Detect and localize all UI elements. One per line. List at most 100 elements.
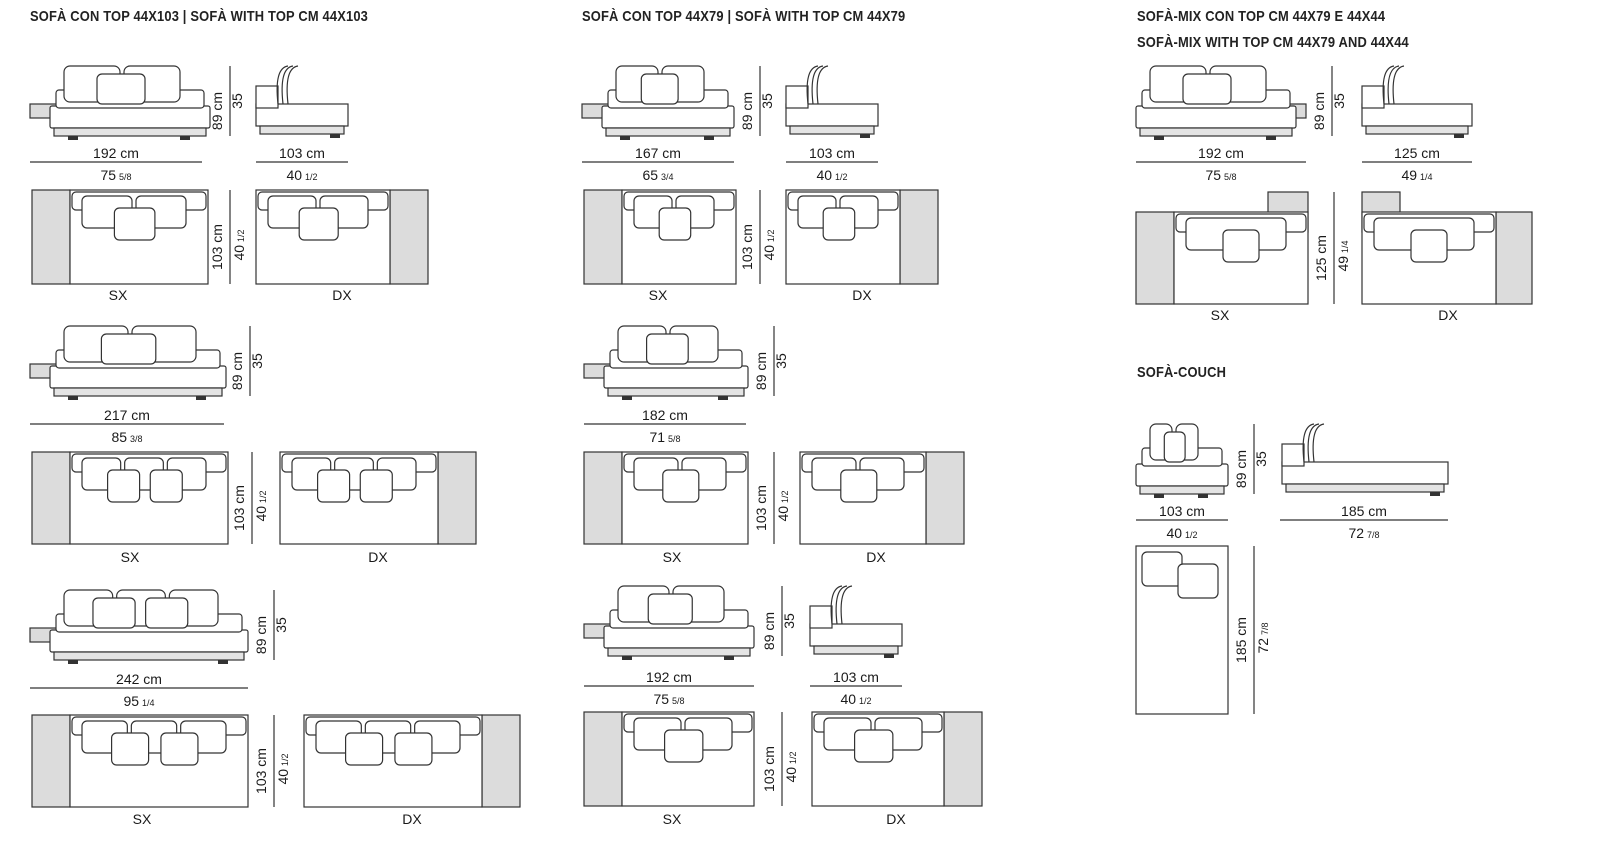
c3r1-side-plinth [1365,125,1469,135]
c1r2-height-cm: 89 cm [229,352,245,390]
c2r1-plan-dx-top [899,189,939,285]
c1r2-plan-sx-top [31,451,71,545]
c2r3-plan-dx-top [943,711,983,807]
c1r3-plan-dx-pillow-1 [394,732,433,766]
c1r1-plan-depth-in-whole: 40 [231,245,247,261]
c2r1-side-cushion-0 [806,65,819,105]
c2r3-plan-depth-in-fraction: 1/2 [788,751,798,764]
c2r2-plan-depth-cm: 103 cm [753,485,769,531]
c3-plan-dx-top [1495,211,1533,305]
c1r1-front-foot-r [180,136,190,140]
c3r1-side-cushion-2 [1392,65,1405,105]
c1r2-plan-depth-in-whole: 40 [253,506,269,522]
c3r1-depth-cm: 125 cm [1394,145,1440,161]
c1r2-plan-sx-pillow-1 [149,469,183,503]
c2r3-front-foot-r [724,656,734,660]
c3-plan-sx-top [1135,211,1175,305]
c2r1-front-plinth [605,127,731,137]
couch-length-in-fraction: 7/8 [1367,530,1380,540]
c1r3-plan-sx-pillow-0 [110,732,150,766]
c2r2-plan-depth-in: 401/2 [775,490,791,521]
c1r1-width-in-fraction: 5/8 [119,172,132,182]
c2r1-front-base [601,105,735,129]
c1r3-plan-depth-in-whole: 40 [275,769,291,785]
c2r2-sx-label: SX [663,549,682,565]
c2r1-width-in-whole: 65 [642,167,658,183]
c1r3-dx-label: DX [402,811,422,827]
c2r1-plan-depth-in-fraction: 1/2 [766,229,776,242]
c1r2-front-plinth [53,387,223,397]
c2r3-depth-in-whole: 40 [840,691,856,707]
header-couch: SOFÀ-COUCH [1137,364,1227,381]
c3-plan-dx-pillow-0 [1410,229,1448,263]
c2r1-side-foot [860,134,870,138]
c2r1-plan-sx-pillow-0 [658,207,692,241]
c3r1-height-cm: 89 cm [1311,92,1327,130]
c2r3-plan-sx-pillow-0 [663,729,704,763]
c1r3-plan-dx-top [481,714,521,808]
c1r3-plan-sx-top [31,714,71,808]
c1r3-height-cm: 89 cm [253,616,269,654]
c1r2-height-in: 35 [249,353,265,369]
couch-height-cm: 89 cm [1233,450,1249,488]
c1r3-front-foot-l [68,660,78,664]
c2r2-front-foot-l [622,396,632,400]
c1r1-front-base [49,105,211,129]
c3r1-side-cushion-0 [1382,65,1395,105]
couch-front-base [1135,463,1229,487]
c2r2-plan-sx-top [583,451,623,545]
couch-height-in: 35 [1253,451,1269,467]
c2r3-plan-sx-top [583,711,623,807]
c2r1-depth-in-fraction: 1/2 [835,172,848,182]
couch-length-in-whole: 72 [1348,525,1364,541]
c2r1-dx-label: DX [852,287,872,303]
c2r1-plan-dx-pillow-0 [822,207,856,241]
c1r1-dx-label: DX [332,287,352,303]
c1r1-height-in: 35 [229,93,245,109]
c1r1-plan-dx-pillow-0 [298,207,339,241]
c3-plan-depth-in-fraction: 1/4 [1340,240,1350,253]
c1r3-front-pillow-0 [92,597,136,629]
c3r1-front-foot-l [1154,136,1164,140]
c1r3-width-in-whole: 95 [123,693,139,709]
couch-width-in-fraction: 1/2 [1185,530,1198,540]
c2r2-plan-depth-in-fraction: 1/2 [780,490,790,503]
couch-front-foot-r [1198,494,1208,498]
c1r1-height-cm: 89 cm [209,92,225,130]
couch-side-cushion-0 [1302,423,1315,463]
c2r3-side-back [809,605,833,629]
c2r2-plan-depth-in-whole: 40 [775,506,791,522]
c1r3-plan-depth-in: 401/2 [275,753,291,784]
c2r3-height-in: 35 [781,613,797,629]
c2r2-width-in-whole: 71 [649,429,665,445]
c3r1-front-plinth [1139,127,1293,137]
c1r1-plan-sx-top [31,189,71,285]
c1r2-plan-sx-pillow-0 [106,469,141,503]
couch-plan-length-in-fraction: 7/8 [1260,622,1270,635]
c2r2-plan-dx-pillow-0 [840,469,878,503]
c1r2-front-foot-l [68,396,78,400]
c2r1-side-cushion-2 [816,65,829,105]
couch-plan-cushion [1141,551,1183,587]
c1r1-depth-cm: 103 cm [279,145,325,161]
c3r1-front-base [1135,105,1297,129]
c3r1-width-in-fraction: 5/8 [1224,172,1237,182]
c2r2-front-pillow-0 [645,333,689,365]
couch-front-pillow-0 [1163,431,1186,463]
c1r1-plan-depth-in-fraction: 1/2 [236,229,246,242]
c1r2-plan-dx-pillow-0 [317,469,351,503]
c1r3-plan-sx-pillow-1 [160,732,199,766]
c3r1-depth-in-fraction: 1/4 [1420,172,1433,182]
c2r3-side-cushion-0 [830,585,843,625]
c1r3-plan-dx-pillow-0 [345,732,384,766]
c1r2-dx-label: DX [368,549,388,565]
couch-plan-length-in-whole: 72 [1255,638,1271,654]
